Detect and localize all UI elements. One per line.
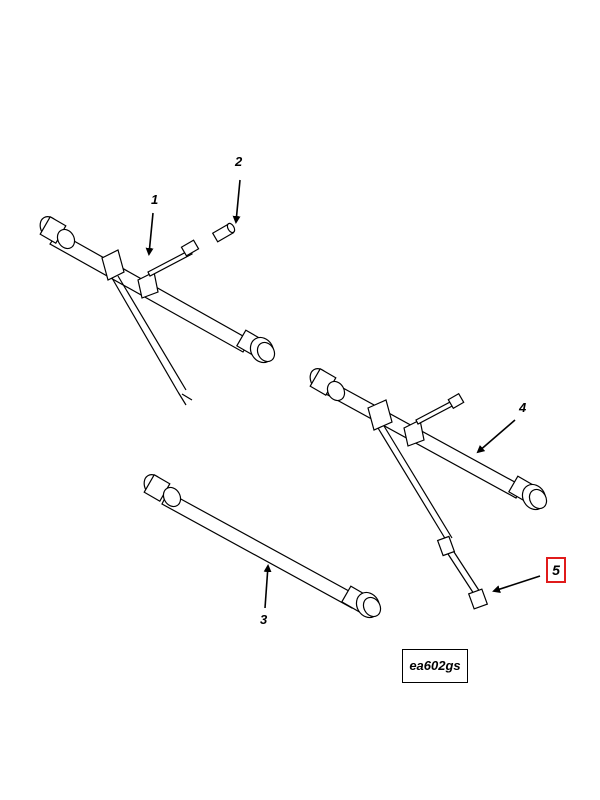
part-1-harness bbox=[39, 216, 276, 406]
part-4-harness bbox=[309, 368, 548, 595]
part-5-cap bbox=[467, 588, 489, 610]
callout-2: 2 bbox=[235, 154, 243, 169]
callout-4: 4 bbox=[519, 400, 527, 415]
leader-arrow-4 bbox=[476, 419, 516, 454]
part-3-hose bbox=[143, 474, 382, 619]
figure-id-label: ea602gs bbox=[402, 649, 468, 683]
callout-5-highlighted: 5 bbox=[546, 557, 566, 583]
leader-arrow-2 bbox=[232, 179, 241, 224]
leader-arrow-1 bbox=[145, 212, 154, 256]
leader-arrows bbox=[145, 179, 541, 609]
callout-1: 1 bbox=[151, 192, 159, 207]
leader-arrow-5 bbox=[492, 575, 541, 593]
callout-3: 3 bbox=[260, 612, 268, 627]
leader-arrow-3 bbox=[263, 564, 272, 609]
part-2-fitting bbox=[211, 222, 236, 243]
